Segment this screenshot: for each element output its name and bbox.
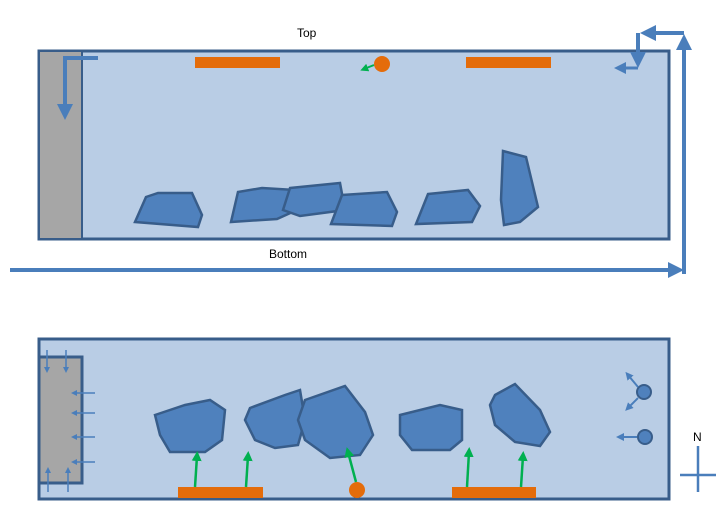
rock <box>153 398 227 454</box>
flow-arrows <box>191 447 528 488</box>
top-view-tank <box>37 337 671 501</box>
rock <box>281 181 347 218</box>
overflow-wall <box>38 50 83 240</box>
rock <box>296 384 375 460</box>
side-view-tank <box>10 25 692 278</box>
flow-arrow <box>360 63 375 72</box>
heater-bar <box>178 487 263 498</box>
nozzle-arrows <box>616 371 639 441</box>
top-label: Top <box>297 26 317 40</box>
rock <box>499 149 540 227</box>
rock <box>243 388 307 450</box>
heater-bar <box>452 487 536 498</box>
return-nozzle <box>636 384 652 400</box>
rock <box>133 191 204 229</box>
return-nozzle <box>637 429 653 445</box>
heater-bar <box>195 57 280 68</box>
compass-icon <box>680 446 716 492</box>
overflow-wall <box>37 355 84 485</box>
rock <box>414 188 482 226</box>
bottom-label: Bottom <box>269 247 308 261</box>
rocks <box>133 149 540 229</box>
rocks <box>153 382 552 460</box>
heater-bar <box>466 57 551 68</box>
rock <box>329 190 399 228</box>
north-label: N <box>693 430 702 444</box>
pump-circle <box>374 56 390 72</box>
overflow-arrows <box>44 350 95 492</box>
pump-circle <box>349 482 365 498</box>
rock <box>488 382 552 448</box>
drain-arrow <box>57 56 98 120</box>
rock <box>398 403 464 452</box>
